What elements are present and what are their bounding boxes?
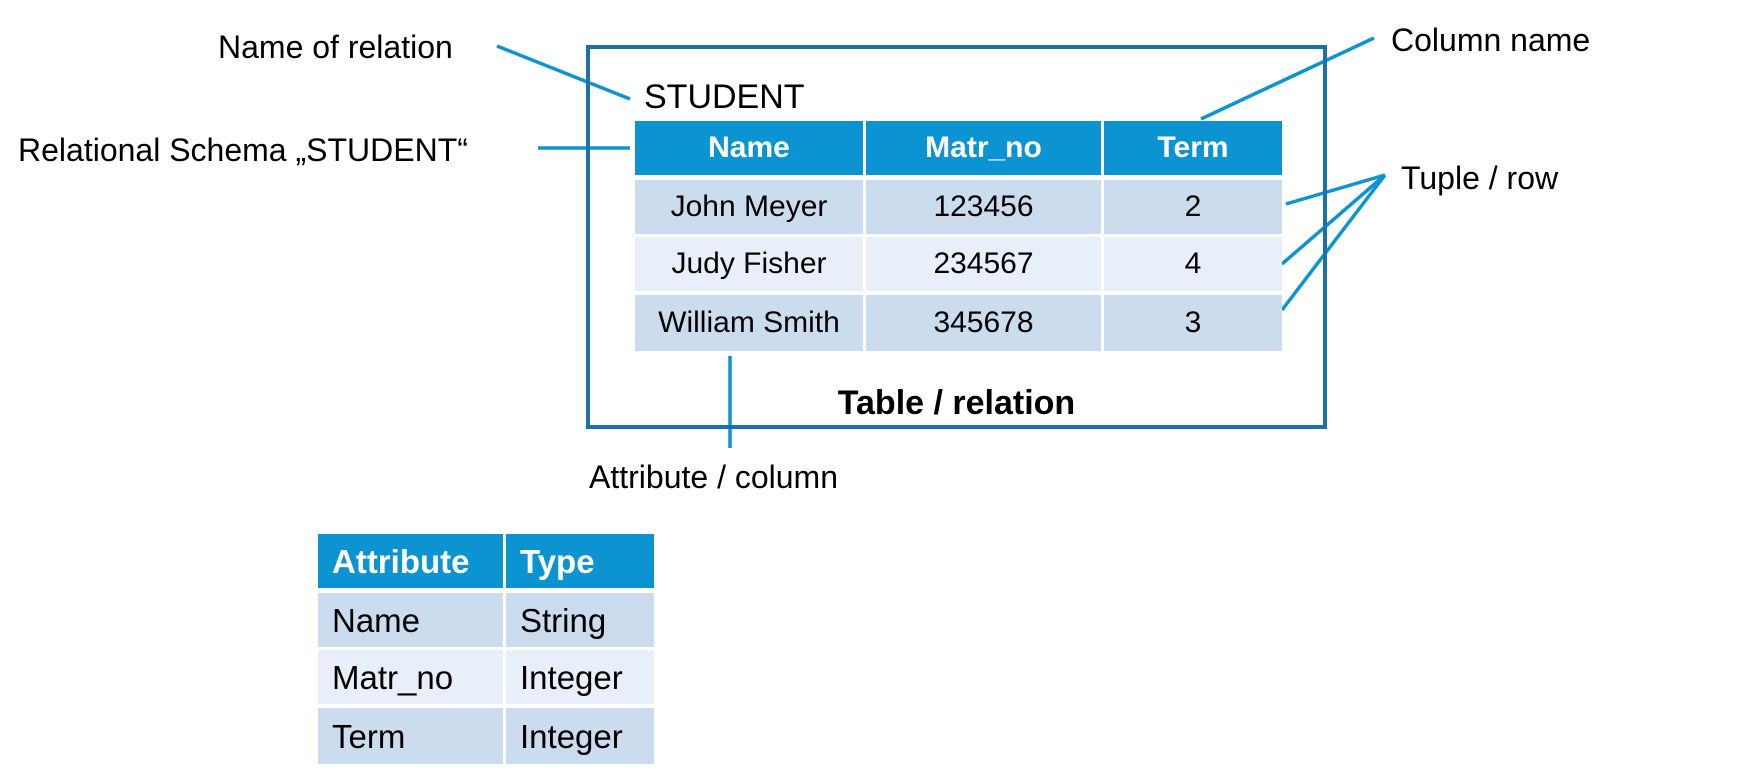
table-row-3-matr-no: 345678 [866, 295, 1101, 351]
schema-header-type: Type [506, 534, 654, 588]
schema-row-1-attribute: Name [318, 593, 503, 647]
table-row-1-matr-no: 123456 [866, 180, 1101, 234]
schema-row-3-attribute: Term [318, 708, 503, 764]
table-row-2-matr-no: 234567 [866, 237, 1101, 291]
schema-row-2-attribute: Matr_no [318, 650, 503, 704]
table-row-3-term: 3 [1104, 295, 1282, 351]
relation-frame [586, 45, 1327, 429]
column-header-matr-no: Matr_no [866, 121, 1101, 175]
name-of-relation-label: Name of relation [218, 29, 453, 65]
table-row-1-term: 2 [1104, 180, 1282, 234]
schema-row-2-type: Integer [506, 650, 654, 704]
relational-schema-label: Relational Schema „STUDENT“ [18, 132, 468, 168]
schema-row-3-type: Integer [506, 708, 654, 764]
table-row-2-name: Judy Fisher [635, 237, 863, 291]
column-header-name: Name [635, 121, 863, 175]
tuple-row-label: Tuple / row [1401, 160, 1559, 196]
column-name-label: Column name [1391, 22, 1591, 58]
attribute-column-label: Attribute / column [589, 459, 838, 495]
column-header-term: Term [1104, 121, 1282, 175]
schema-row-1-type: String [506, 593, 654, 647]
schema-header-attribute: Attribute [318, 534, 503, 588]
table-relation-caption: Table / relation [837, 384, 1076, 422]
relation-name: STUDENT [644, 78, 805, 116]
table-row-3-name: William Smith [635, 295, 863, 351]
table-row-2-term: 4 [1104, 237, 1282, 291]
table-row-1-name: John Meyer [635, 180, 863, 234]
